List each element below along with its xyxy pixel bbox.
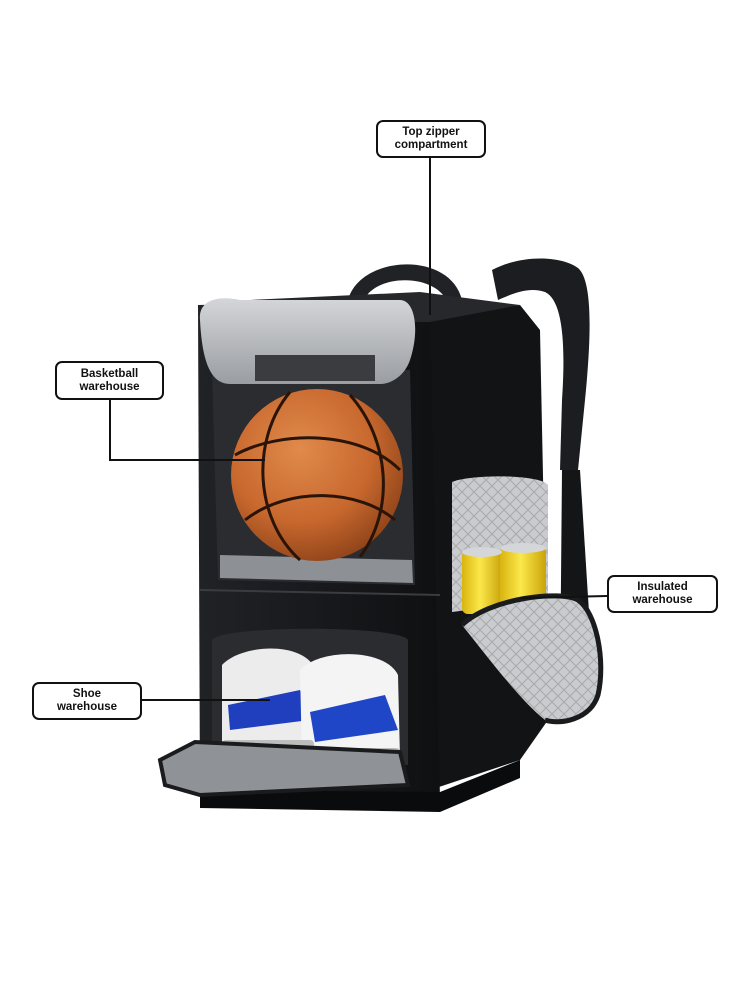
top-handle [348,264,462,305]
callout-basketball-warehouse: Basketball warehouse [55,361,164,400]
leader-lines [109,158,608,701]
drink-can [500,546,546,608]
drink-can [462,550,502,614]
callout-insulated-warehouse: Insulated warehouse [607,575,718,613]
insulated-pocket [452,476,604,725]
callout-top-zipper-compartment: Top zipper compartment [376,120,486,158]
callout-shoe-warehouse: Shoe warehouse [32,682,142,720]
leader-insulated [519,595,608,599]
basketball-compartment [199,298,416,585]
leader-basketball [109,400,265,461]
shoe-compartment [157,628,411,798]
basketball [231,389,403,561]
